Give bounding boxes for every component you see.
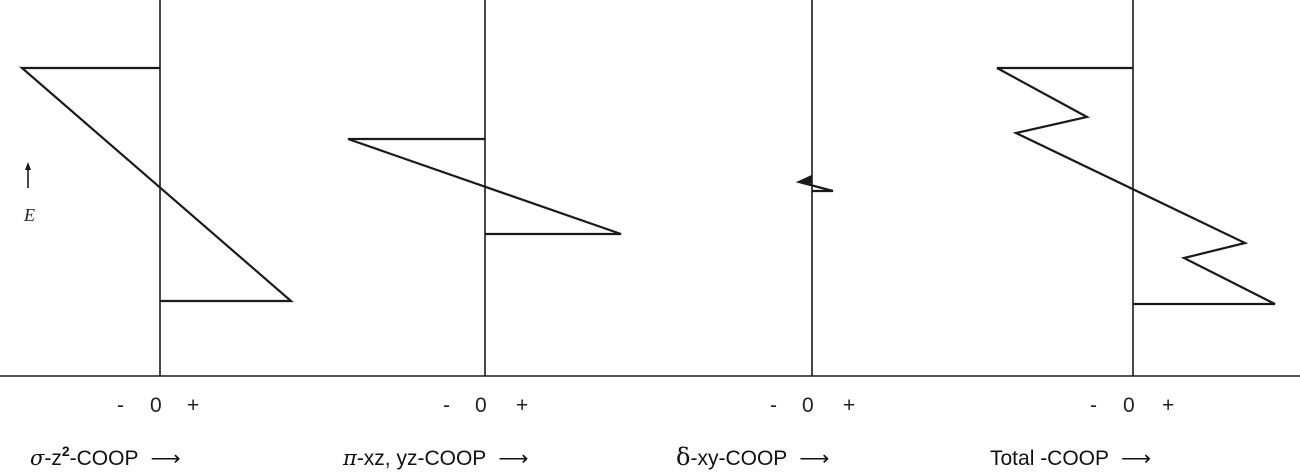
caption-symbol: δ xyxy=(676,443,690,471)
tick-minus: - xyxy=(770,394,777,417)
tick-plus: + xyxy=(187,394,199,417)
caption-symbol: π xyxy=(342,446,358,470)
arrow-right-icon: ⟶ xyxy=(1121,447,1151,470)
tick-plus: + xyxy=(1162,394,1174,417)
caption-total: Total -COOP⟶ xyxy=(990,447,1151,470)
tick-plus: + xyxy=(843,394,855,417)
arrow-right-icon: ⟶ xyxy=(498,447,528,470)
coop-curve-pi xyxy=(347,137,622,236)
tick-labels-total: - 0 + xyxy=(1090,394,1174,417)
caption-symbol: σ xyxy=(30,446,45,470)
energy-arrowhead-icon xyxy=(25,162,31,170)
coop-curve-sigma xyxy=(19,66,294,303)
coop-curve-delta-fill xyxy=(799,176,812,184)
tick-zero: 0 xyxy=(802,394,814,417)
tick-labels-pi: - 0 + xyxy=(443,394,528,417)
energy-axis-label: E xyxy=(23,205,35,225)
tick-minus: - xyxy=(443,394,450,417)
caption-sigma: σ-z2-COOP⟶ xyxy=(30,443,181,470)
tick-zero: 0 xyxy=(1123,394,1135,417)
tick-zero: 0 xyxy=(475,394,487,417)
coop-curve-delta xyxy=(795,175,834,193)
coop-curve-total xyxy=(996,66,1276,306)
tick-minus: - xyxy=(117,394,124,417)
tick-minus: - xyxy=(1090,394,1097,417)
tick-labels-sigma: - 0 + xyxy=(117,394,199,417)
tick-labels-delta: - 0 + xyxy=(770,394,855,417)
tick-plus: + xyxy=(516,394,528,417)
tick-zero: 0 xyxy=(150,394,162,417)
caption-pi: π-xz, yz-COOP⟶ xyxy=(342,446,528,470)
arrow-right-icon: ⟶ xyxy=(799,447,829,470)
caption-delta: δ-xy-COOP⟶ xyxy=(676,443,829,471)
arrow-right-icon: ⟶ xyxy=(150,447,180,470)
